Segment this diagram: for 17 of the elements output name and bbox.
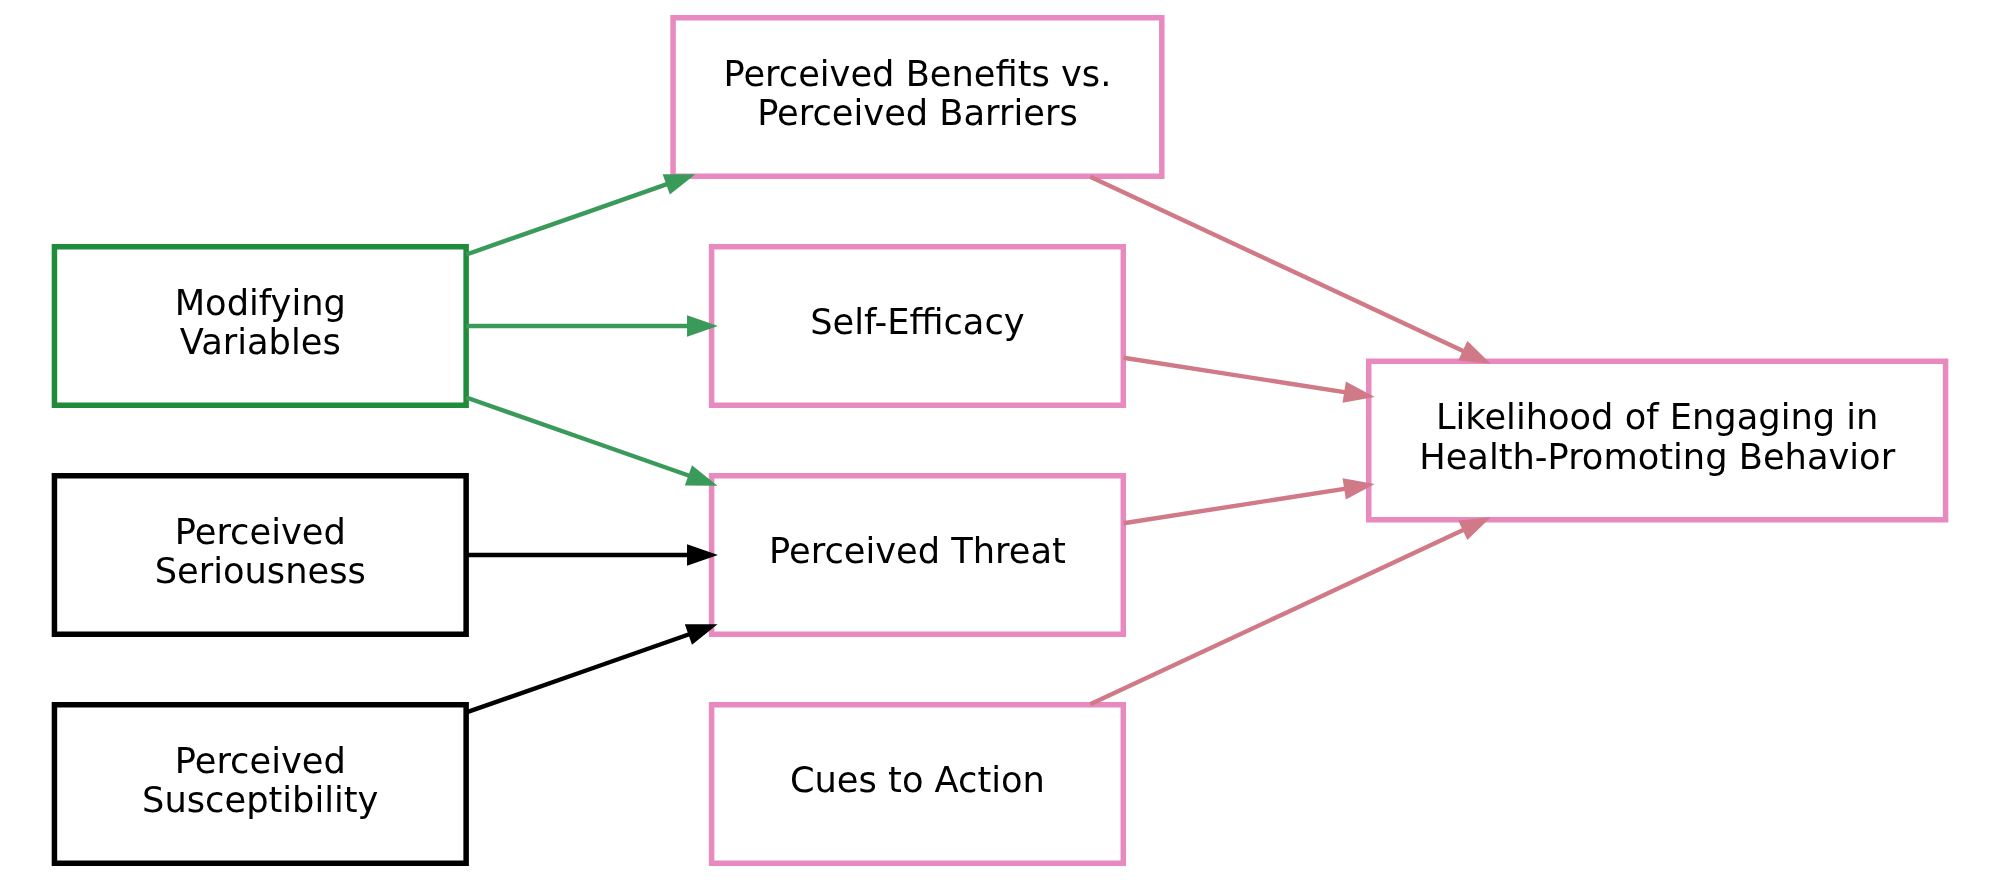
node-box: Perceived Benefits vs. Perceived Barriers — [670, 14, 1165, 179]
node-box: Likelihood of Engaging in Health-Promoting Behavior — [1366, 358, 1949, 522]
node-box: Perceived Seriousness — [51, 472, 469, 637]
arrow — [1089, 174, 1491, 364]
node-box: Perceived Threat — [708, 472, 1127, 637]
arrow — [465, 394, 718, 486]
node-box: Self-Efficacy — [708, 243, 1127, 408]
node-box: Cues to Action — [708, 701, 1127, 866]
node-box: Perceived Susceptibility — [51, 701, 469, 866]
arrow — [466, 314, 718, 337]
node-box: Modifying Variables — [51, 243, 469, 408]
arrow — [1123, 355, 1375, 403]
arrow — [465, 623, 718, 714]
arrow — [1123, 477, 1375, 525]
arrow — [466, 543, 718, 566]
arrow — [1089, 516, 1491, 706]
arrow — [465, 173, 696, 257]
